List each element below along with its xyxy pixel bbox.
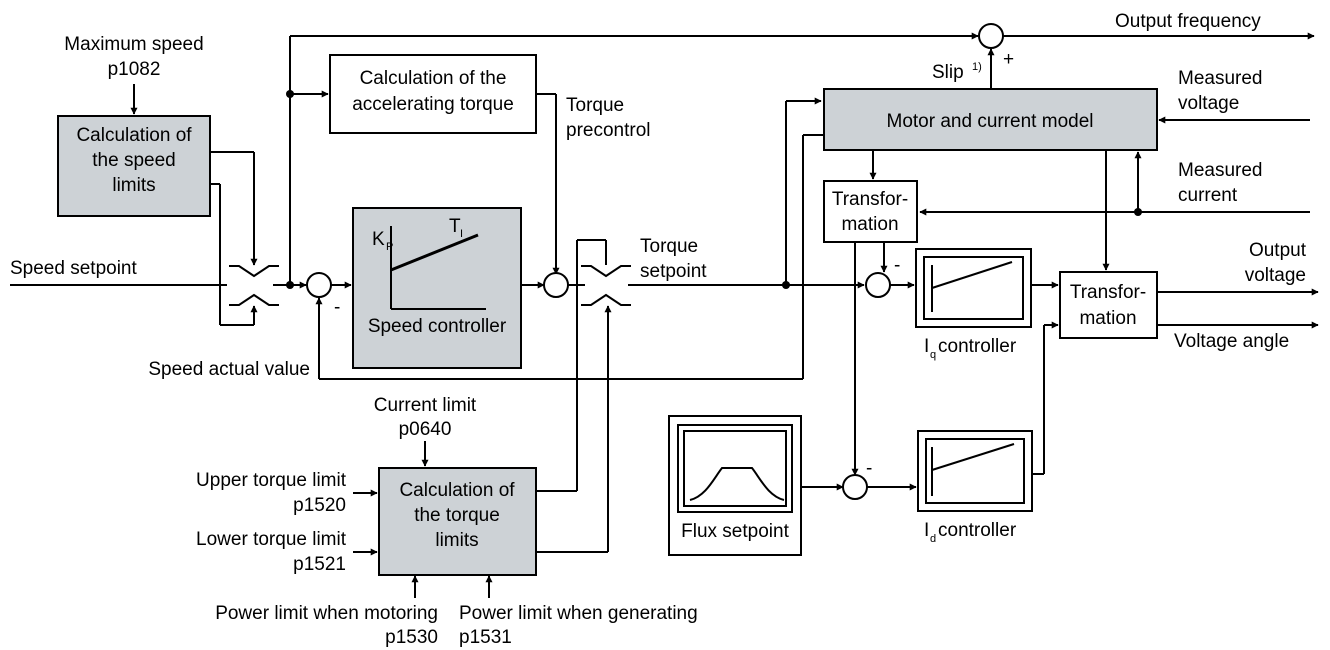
transformation-top-label-1: Transfor- (832, 189, 908, 210)
frequency-summing-junction (978, 23, 1004, 49)
measured-voltage-label-2: voltage (1178, 93, 1239, 114)
torque-precontrol-label-1: Torque (566, 95, 624, 116)
max-speed-param: p1082 (108, 59, 161, 80)
upper-torque-label: Upper torque limit (196, 470, 347, 491)
iq-summing-junction (865, 272, 891, 298)
lower-torque-label: Lower torque limit (196, 529, 347, 550)
id-controller-block (917, 430, 1033, 512)
id-prefix: I (924, 520, 929, 541)
output-voltage-label-2: voltage (1245, 265, 1306, 286)
speed-controller-block (352, 207, 522, 369)
lower-torque-param: p1521 (293, 554, 346, 575)
transformation-out-label-2: mation (1079, 308, 1136, 329)
measured-current-label-2: current (1178, 185, 1238, 206)
accelerating-torque-block (329, 54, 537, 134)
power-generating-param: p1531 (459, 627, 512, 648)
torque-setpoint-label-2: setpoint (640, 261, 707, 282)
plus-sign: + (1003, 49, 1014, 70)
iq-controller-label: controller (938, 336, 1017, 357)
accel-torque-label-2: accelerating torque (352, 94, 514, 115)
power-motoring-label: Power limit when motoring (215, 603, 438, 624)
power-motoring-param: p1530 (385, 627, 438, 648)
flux-setpoint-block (668, 415, 802, 556)
output-frequency-label: Output frequency (1115, 11, 1261, 32)
upper-torque-param: p1520 (293, 495, 346, 516)
kp-subscript: P (386, 241, 393, 253)
torque-summing-junction (543, 272, 569, 298)
transformation-block-top (823, 180, 918, 243)
speed-summing-junction (306, 272, 332, 298)
minus-sign-id: - (866, 458, 872, 479)
flux-setpoint-label: Flux setpoint (681, 521, 789, 542)
measured-current-label-1: Measured (1178, 160, 1263, 181)
ti-subscript: I (460, 228, 463, 240)
speed-limits-label-1: Calculation of (76, 125, 192, 146)
output-voltage-label-1: Output (1249, 240, 1307, 261)
voltage-angle-label: Voltage angle (1174, 331, 1289, 352)
current-limit-label: Current limit (374, 395, 477, 416)
max-speed-label: Maximum speed (64, 34, 203, 55)
pi-controller-graph (390, 226, 486, 310)
transformation-out-label-1: Transfor- (1070, 282, 1146, 303)
slip-note: 1) (972, 61, 982, 73)
torque-limits-block (378, 467, 537, 576)
power-generating-label: Power limit when generating (459, 603, 698, 624)
slip-label: Slip (932, 62, 964, 83)
motor-model-label: Motor and current model (887, 111, 1094, 132)
torque-limits-label-2: the torque (414, 505, 500, 526)
speed-limits-label-3: limits (112, 175, 155, 196)
current-limit-param: p0640 (399, 419, 452, 440)
motor-current-model-block (823, 88, 1158, 151)
flux-curve (689, 467, 785, 501)
speed-limiter-symbol (229, 265, 279, 306)
torque-limiter-symbol (581, 265, 631, 306)
minus-sign-iq: - (894, 255, 900, 276)
speed-actual-label: Speed actual value (148, 359, 310, 380)
accel-torque-label-1: Calculation of the (360, 68, 507, 89)
id-subscript: d (930, 533, 936, 545)
speed-controller-label: Speed controller (368, 316, 507, 337)
speed-setpoint-label: Speed setpoint (10, 258, 137, 279)
id-summing-junction (842, 474, 868, 500)
ti-label: T (449, 216, 461, 237)
kp-label: K (372, 229, 385, 250)
torque-limits-label-1: Calculation of (399, 480, 515, 501)
junction-dots (286, 90, 1142, 289)
transformation-block-output (1059, 271, 1158, 339)
measured-voltage-label-1: Measured (1178, 68, 1263, 89)
speed-limits-block (57, 115, 211, 217)
torque-setpoint-label-1: Torque (640, 236, 698, 257)
speed-limits-label-2: the speed (92, 150, 175, 171)
torque-precontrol-label-2: precontrol (566, 120, 651, 141)
minus-sign-speed: - (334, 297, 340, 318)
iq-subscript: q (930, 349, 936, 361)
torque-limits-label-3: limits (435, 530, 478, 551)
id-controller-label: controller (938, 520, 1017, 541)
signal-lines (10, 32, 1319, 598)
iq-prefix: I (924, 336, 929, 357)
transformation-top-label-2: mation (841, 214, 898, 235)
